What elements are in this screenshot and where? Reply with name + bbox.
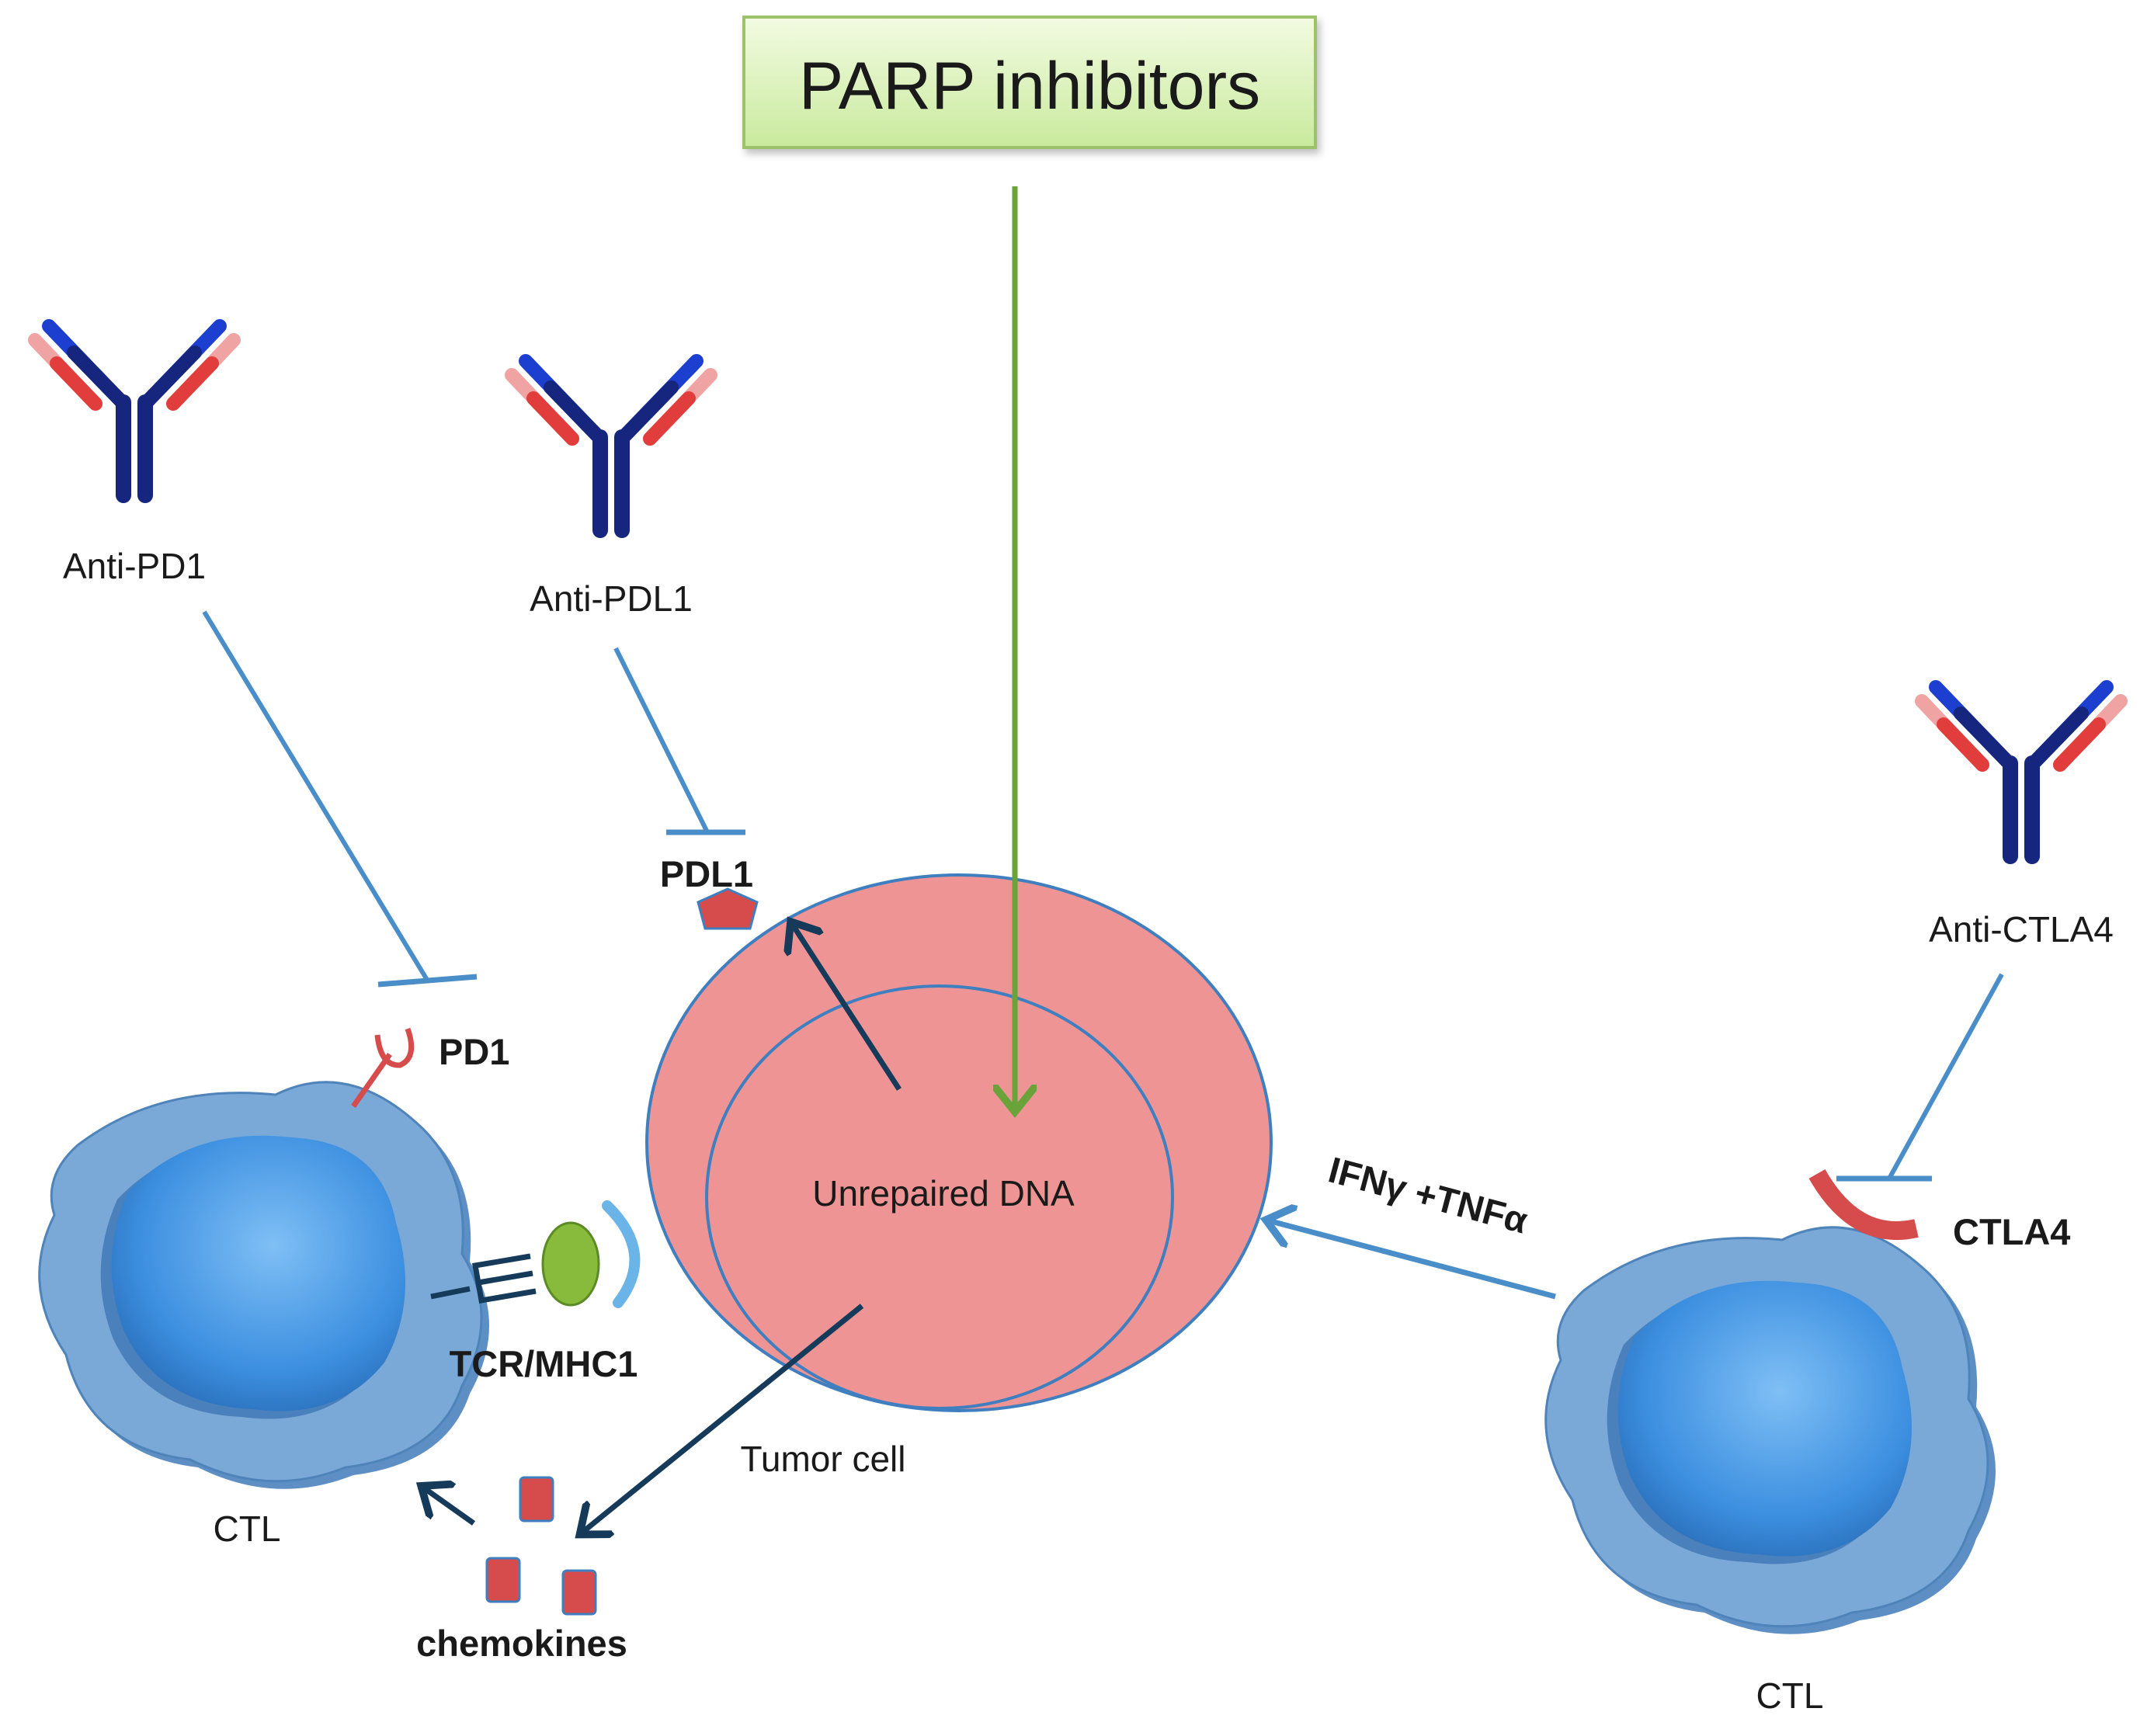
dna-to-chemokines-arrow (584, 1304, 864, 1531)
pdl1-label: PDL1 (660, 853, 753, 894)
anti-pdl1-inhibition-line (613, 647, 745, 835)
ctl-left-cell (38, 1081, 491, 1491)
tcr-receptor-icon (430, 1253, 537, 1304)
anti-ctla4-antibody-icon (1922, 687, 2121, 856)
ctl-right-label: CTL (1756, 1675, 1824, 1716)
tumor-cell-label: Tumor cell (741, 1439, 906, 1479)
chemokines-label: chemokines (416, 1623, 627, 1664)
tumor-nucleus (705, 984, 1174, 1410)
anti-ctla4-inhibition-line (1836, 973, 2004, 1182)
pdl1-receptor-icon (697, 887, 759, 930)
parp-inhibitors-box: PARP inhibitors (742, 16, 1317, 149)
tumor-cell (645, 873, 1273, 1412)
parp-inhibitors-label: PARP inhibitors (799, 49, 1260, 123)
anti-pd1-inhibition-line (202, 610, 478, 988)
pd1-label: PD1 (439, 1031, 509, 1072)
mhc1-molecule-icon (541, 1221, 600, 1307)
ifn-tnf-arrow (1271, 1221, 1556, 1300)
chemokine-icon (519, 1476, 554, 1522)
ctl-left-label: CTL (214, 1509, 281, 1549)
anti-pd1-antibody-icon (35, 326, 234, 495)
ifn-tnf-label: IFNγ +TNFα (1325, 1148, 1532, 1241)
anti-pd1-label: Anti-PD1 (63, 546, 206, 586)
anti-pdl1-antibody-icon (512, 361, 710, 530)
ctla4-label: CTLA4 (1953, 1211, 2070, 1252)
anti-ctla4-label: Anti-CTLA4 (1929, 909, 2114, 950)
tcr-mhc1-label: TCR/MHC1 (450, 1343, 638, 1384)
ctl-right-cell (1544, 1226, 1997, 1636)
chemokines-to-ctl-arrow (426, 1489, 476, 1526)
pd1-receptor-icon (351, 1027, 415, 1109)
chemokine-icon (561, 1569, 597, 1616)
ctla4-receptor-icon (1808, 1168, 1919, 1240)
anti-pdl1-label: Anti-PDL1 (530, 578, 693, 619)
chemokine-icon (485, 1557, 521, 1603)
dna-to-pdl1-arrow (794, 926, 902, 1091)
unrepaired-dna-label: Unrepaired DNA (812, 1173, 1075, 1213)
mhc1-crescent-icon (602, 1200, 641, 1308)
